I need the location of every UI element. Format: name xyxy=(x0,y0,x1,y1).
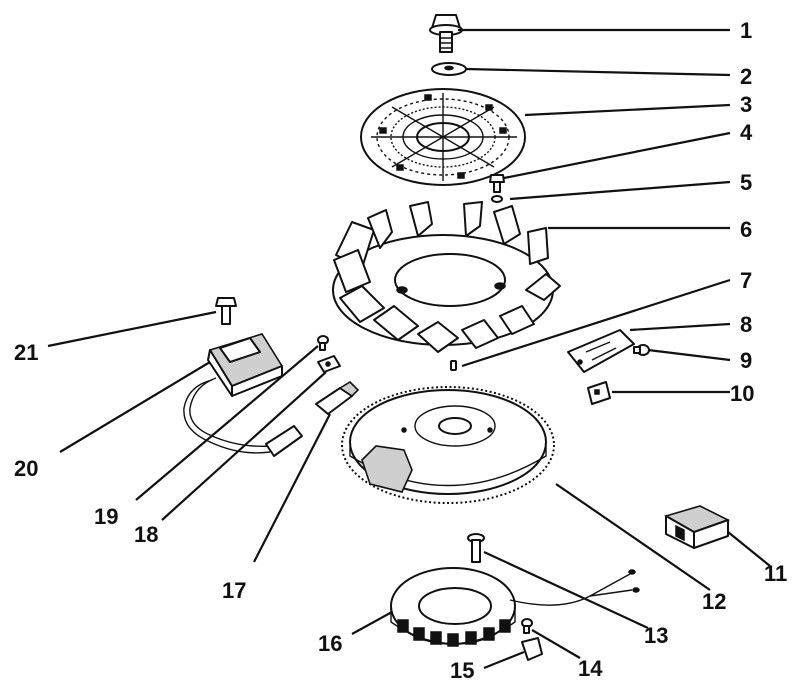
part-10-module xyxy=(587,381,611,405)
callout-18: 18 xyxy=(134,522,158,547)
part-17-plug xyxy=(315,380,360,415)
leader-17 xyxy=(253,413,331,563)
callout-labels: 1 2 3 4 5 6 7 8 9 10 11 12 13 14 15 16 1… xyxy=(14,18,787,683)
leader-2 xyxy=(465,67,731,77)
callout-16: 16 xyxy=(318,631,342,656)
part-5-lockwasher xyxy=(491,195,503,203)
callout-8: 8 xyxy=(740,312,752,337)
leader-15 xyxy=(483,650,525,670)
callout-20: 20 xyxy=(14,456,38,481)
callout-12: 12 xyxy=(702,589,726,614)
part-11-block xyxy=(663,505,731,549)
callout-11: 11 xyxy=(764,561,787,586)
part-1-bolt xyxy=(429,14,463,53)
leader-21 xyxy=(47,310,217,348)
callout-7: 7 xyxy=(740,268,752,293)
callout-9: 9 xyxy=(740,348,752,373)
leader-12 xyxy=(555,483,711,591)
part-6-fan xyxy=(332,201,561,353)
leader-9 xyxy=(647,348,731,362)
callout-4: 4 xyxy=(740,120,753,145)
leader-5 xyxy=(509,180,731,201)
part-15-clamp xyxy=(521,637,543,661)
leader-13 xyxy=(483,551,649,629)
callout-3: 3 xyxy=(740,92,752,117)
leader-7 xyxy=(461,278,731,368)
callout-19: 19 xyxy=(94,504,118,529)
part-16-stator xyxy=(390,567,640,647)
leader-16 xyxy=(351,611,393,635)
part-4-screw xyxy=(489,174,505,193)
part-14-screw xyxy=(521,618,533,634)
part-20-ignition-module xyxy=(183,333,303,457)
callout-17: 17 xyxy=(222,578,246,603)
callout-1: 1 xyxy=(740,18,752,43)
part-8-plate xyxy=(567,329,635,373)
callout-5: 5 xyxy=(740,170,752,195)
part-13-bolt xyxy=(467,533,485,563)
callout-10: 10 xyxy=(730,381,754,406)
callout-15: 15 xyxy=(450,658,474,683)
callout-21: 21 xyxy=(14,340,38,365)
leader-20 xyxy=(59,361,211,453)
part-21-bolt xyxy=(215,297,237,325)
leader-14 xyxy=(531,629,581,659)
leader-4 xyxy=(503,131,731,180)
leader-3 xyxy=(524,103,731,117)
leader-11 xyxy=(727,531,771,567)
part-19-screw xyxy=(317,335,329,351)
part-9-screw xyxy=(633,344,650,356)
part-12-flywheel xyxy=(341,386,555,504)
leader-8 xyxy=(629,322,731,332)
leader-lines xyxy=(47,28,771,670)
part-18-clip xyxy=(317,355,341,373)
part-2-washer xyxy=(431,62,467,76)
part-7-key xyxy=(450,360,457,371)
leader-19 xyxy=(135,345,319,501)
callout-13: 13 xyxy=(644,623,668,648)
leader-18 xyxy=(161,371,327,521)
callout-2: 2 xyxy=(740,64,752,89)
part-3-screen xyxy=(360,88,526,186)
callout-6: 6 xyxy=(740,217,752,242)
callout-14: 14 xyxy=(578,656,603,681)
